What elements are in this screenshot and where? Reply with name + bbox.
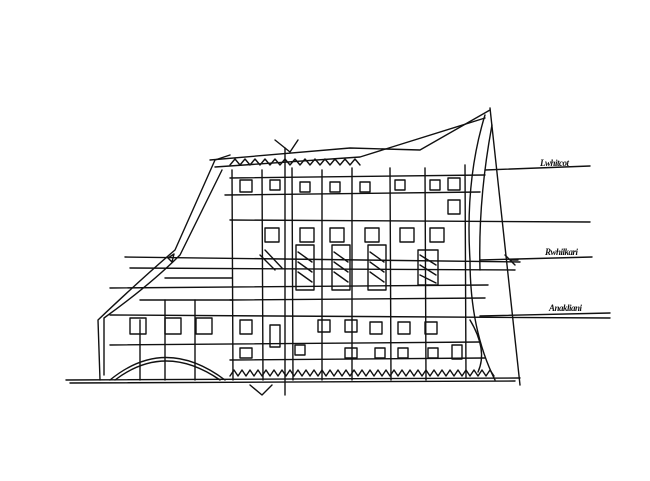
grid-vertical	[231, 164, 467, 381]
zigzag-top	[229, 158, 361, 166]
annotation-label-2: Rwhilkari	[545, 247, 578, 257]
windows-hatched	[259, 244, 439, 291]
roof-line	[209, 109, 491, 161]
zigzag-bottom	[229, 369, 495, 377]
annotation-label-1: Lwhitcot	[540, 158, 569, 168]
left-slope	[97, 154, 231, 381]
annotation-label-3: Anakliani	[549, 303, 582, 313]
windows-upper	[239, 177, 461, 243]
grid-horizontal	[109, 174, 611, 361]
leader-line-3	[479, 312, 611, 317]
arch	[109, 356, 226, 381]
leader-line-2	[479, 256, 593, 261]
windows-lower	[129, 317, 463, 360]
right-wall	[489, 107, 521, 386]
leader-line-1	[484, 165, 591, 171]
